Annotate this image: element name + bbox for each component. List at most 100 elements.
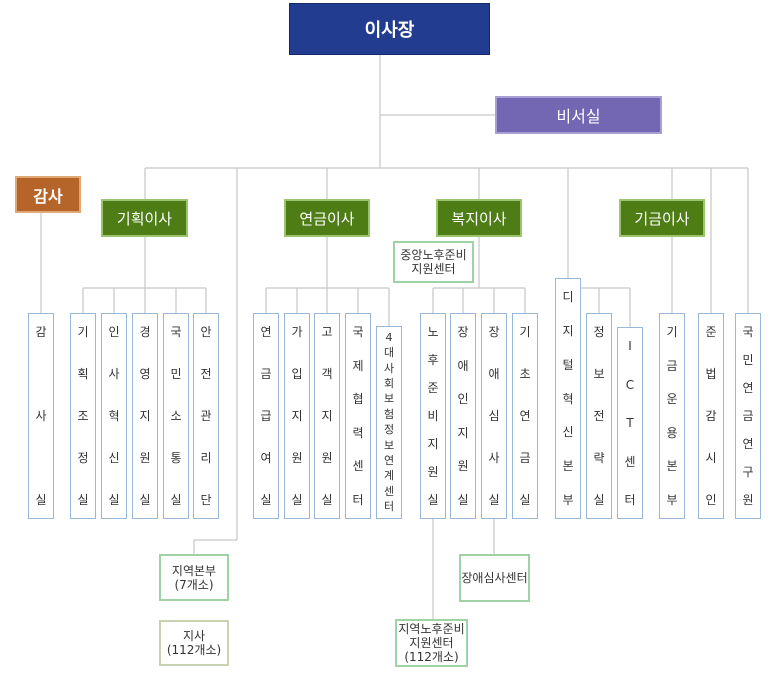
unit-label-char: 여 [260, 451, 272, 465]
director-planning-label: 기획이사 [116, 209, 173, 228]
director-pension-box: 연금이사 [284, 199, 370, 237]
unit-label-char: 터 [624, 493, 636, 507]
unit-label-char: 입 [291, 367, 303, 381]
unit-label-char: 터 [383, 500, 395, 513]
unit-label-char: 가 [291, 325, 303, 339]
regional-hq-box: 지역본부 (7개소) [159, 554, 229, 601]
unit-label-char: 제 [352, 358, 364, 373]
chairman-label: 이사장 [364, 20, 415, 41]
unit-label-char: 애 [488, 367, 500, 381]
unit-label-char: 센 [624, 454, 636, 469]
regional-retirement-line2: 지원센터 [409, 636, 454, 650]
unit-label-char: 본 [562, 459, 574, 474]
unit-label-char: 전 [593, 409, 605, 423]
unit-label-char: 준 [427, 381, 439, 395]
unit-label-char: 보 [593, 367, 605, 381]
unit-label-char: 후 [427, 353, 439, 367]
unit-label-char: 실 [321, 493, 333, 507]
unit-label-char: 회 [383, 377, 395, 391]
unit-label-char: 원 [321, 451, 333, 465]
director-pension-label: 연금이사 [299, 209, 355, 228]
disability-review-center-label: 장애심사센터 [461, 571, 528, 585]
unit-label-char: 민 [742, 353, 754, 367]
unit-label-char: 국 [352, 325, 364, 339]
audit-label: 감사 [33, 186, 63, 206]
unit-label-char: 정 [383, 423, 395, 437]
unit-label-char: 인 [457, 392, 469, 407]
unit-label-char: 지 [562, 323, 574, 338]
unit-label-char: 실 [519, 493, 531, 507]
unit-label-char: 금 [519, 451, 531, 465]
unit-label-char: 초 [519, 367, 531, 381]
unit-label-char: 감 [705, 409, 717, 423]
unit-label-char: 센 [352, 459, 364, 474]
unit-label-char: 금 [742, 409, 754, 423]
director-fund-label: 기금이사 [634, 209, 690, 228]
unit-label-char: 사 [488, 451, 500, 465]
unit-label-char: 기 [77, 325, 89, 339]
unit-label-char: 실 [170, 493, 182, 507]
unit-label-char: 객 [321, 367, 333, 381]
unit-label-char: 애 [457, 358, 469, 373]
unit-label-char: 인 [108, 325, 120, 339]
unit-label-char: 국 [742, 325, 754, 339]
unit-label-char: 실 [488, 493, 500, 507]
regional-retirement-center-box: 지역노후준비 지원센터 (112개소) [395, 619, 468, 667]
unit-label-char: 원 [742, 493, 754, 507]
unit-label-char: 감 [35, 325, 47, 339]
unit-label-char: 털 [562, 357, 574, 372]
unit-label-char: 지 [457, 425, 469, 440]
unit-label-char: 실 [593, 493, 605, 507]
unit-label-char: 디 [562, 290, 574, 304]
unit-label-char: 실 [139, 493, 151, 507]
unit-label-char: 실 [457, 493, 469, 507]
unit-label-char: 략 [593, 451, 605, 465]
unit-label-char: 실 [427, 493, 439, 507]
unit-label-char: 심 [488, 409, 500, 423]
unit-label-char: 원 [427, 465, 439, 479]
unit-label-char: 소 [170, 409, 182, 423]
unit-label-char: 사 [108, 367, 120, 381]
unit-label-char: 신 [108, 451, 120, 465]
unit-label-char: 정 [77, 451, 89, 465]
unit-label-char: 장 [488, 325, 500, 339]
unit-label-char: 사 [35, 409, 47, 423]
unit-label-char: 안 [200, 325, 212, 339]
central-retirement-line2: 지원센터 [411, 262, 456, 276]
central-retirement-center: 중앙노후준비 지원센터 [393, 241, 474, 283]
unit-label-char: 대 [383, 346, 395, 360]
unit-label-char: 본 [666, 459, 678, 474]
unit-label-char: 혁 [562, 391, 574, 406]
unit-label-char: 연 [519, 409, 531, 423]
unit-label-char: 실 [108, 493, 120, 507]
regional-retirement-line1: 지역노후준비 [398, 622, 465, 636]
director-planning-box: 기획이사 [101, 199, 188, 237]
unit-label-char: 비 [427, 409, 439, 423]
unit-label-char: 조 [77, 409, 89, 423]
unit-label-char: 사 [383, 361, 395, 375]
unit-label-char: T [626, 416, 634, 430]
unit-label-char: 운 [666, 392, 678, 407]
branches-box: 지사 (112개소) [159, 620, 229, 666]
unit-label-char: 금 [666, 358, 678, 373]
unit-label-char: 센 [383, 484, 395, 498]
unit-label-char: 획 [77, 367, 89, 381]
branches-line1: 지사 [182, 629, 206, 643]
central-retirement-line1: 중앙노후준비 [400, 248, 467, 262]
unit-label-char: 연 [383, 453, 395, 467]
unit-label-char: 인 [705, 493, 717, 507]
unit-label-char: 협 [352, 392, 364, 407]
